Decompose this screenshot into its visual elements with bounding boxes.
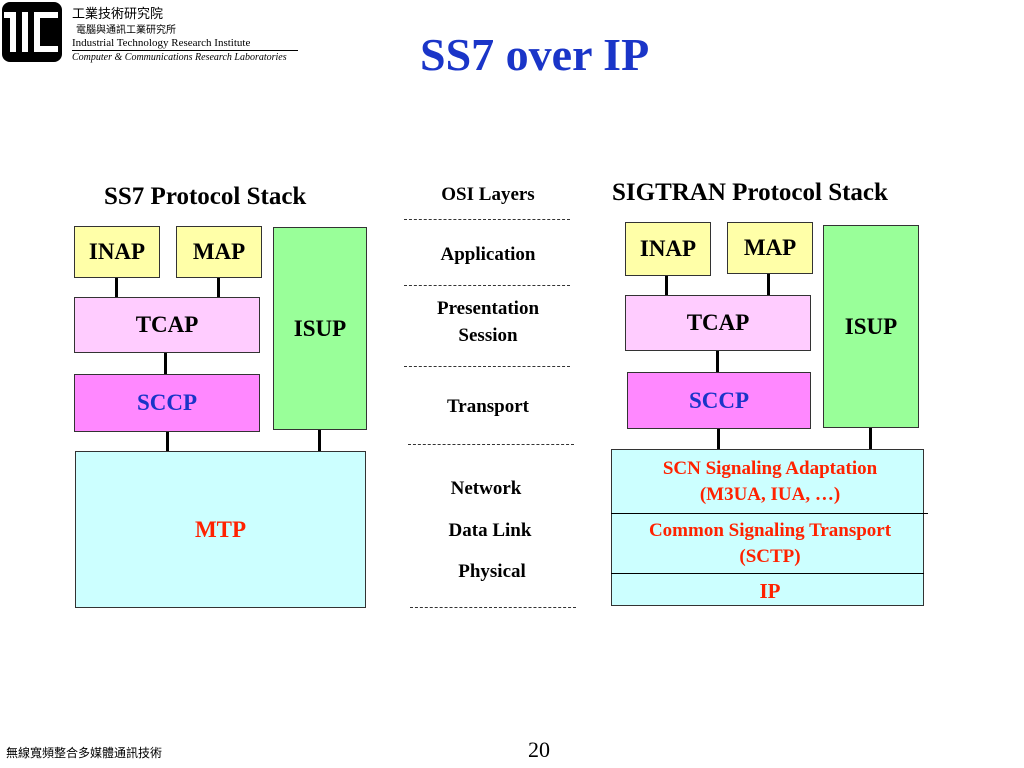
osi-session: Session (458, 325, 518, 346)
ss7-inap-tcap-connector (115, 278, 118, 298)
slide-title: SS7 over IP (420, 29, 650, 80)
sigtran-common-transport-layer: Common Signaling Transport (SCTP) (611, 518, 929, 570)
osi-transport: Transport (447, 396, 529, 417)
ss7-mtp-box: MTP (75, 451, 366, 608)
ss7-sccp-mtp-connector (166, 432, 169, 452)
osi-data-link: Data Link (448, 520, 532, 541)
org-subunit-english: Computer & Communications Research Labor… (72, 52, 287, 63)
org-subunit-chinese: 電腦與通訊工業研究所 (76, 25, 176, 36)
osi-presentation: Presentation (436, 298, 540, 319)
sigtran-scn-adaptation-layer: SCN Signaling Adaptation (M3UA, IUA, …) (611, 456, 929, 508)
itri-logo-icon (4, 12, 58, 52)
sigtran-lower-layers (611, 449, 924, 606)
ss7-inap-box: INAP (74, 226, 160, 278)
sigtran-ip-layer: IP (759, 579, 781, 603)
ss7-map-box: MAP (176, 226, 262, 278)
osi-layers-title: OSI Layers (441, 184, 535, 205)
osi-divider-application (404, 285, 570, 286)
sigtran-layer-divider-1 (611, 513, 928, 514)
ss7-sccp-box: SCCP (74, 374, 260, 432)
ss7-stack-title: SS7 Protocol Stack (104, 183, 307, 210)
ss7-map-tcap-connector (217, 278, 220, 298)
sigtran-stack-title: SIGTRAN Protocol Stack (612, 179, 888, 206)
sigtran-tcap-sccp-connector (716, 351, 719, 373)
sigtran-map-tcap-connector (767, 274, 770, 296)
ss7-tcap-sccp-connector (164, 353, 167, 375)
sigtran-inap-box: INAP (625, 222, 711, 276)
itri-logo (2, 2, 62, 62)
sigtran-tcap-box: TCAP (625, 295, 811, 351)
osi-divider-top (404, 219, 570, 220)
osi-divider-bottom (410, 607, 576, 608)
ss7-isup-mtp-connector (318, 430, 321, 452)
org-divider (72, 50, 298, 51)
osi-network: Network (450, 478, 522, 499)
sigtran-sccp-box: SCCP (627, 372, 811, 429)
osi-divider-session (404, 366, 570, 367)
ss7-isup-box: ISUP (273, 227, 367, 430)
sigtran-map-box: MAP (727, 222, 813, 274)
osi-application: Application (440, 244, 536, 265)
sigtran-isup-box: ISUP (823, 225, 919, 428)
sigtran-sccp-adaptation-connector (717, 429, 720, 450)
sigtran-scn-adaptation-name: SCN Signaling Adaptation (662, 458, 878, 479)
sigtran-common-transport-protocol: (SCTP) (739, 546, 801, 567)
sigtran-inap-tcap-connector (665, 276, 668, 296)
osi-physical: Physical (458, 561, 526, 582)
sigtran-layer-divider-2 (611, 573, 924, 574)
sigtran-scn-adaptation-protocols: (M3UA, IUA, …) (699, 484, 841, 505)
ss7-tcap-box: TCAP (74, 297, 260, 353)
footer-course-title: 無線寬頻整合多媒體通訊技術 (6, 746, 163, 760)
sigtran-isup-adaptation-connector (869, 428, 872, 450)
org-name-english: Industrial Technology Research Institute (72, 37, 251, 49)
org-name-chinese: 工業技術研究院 (72, 7, 164, 22)
osi-divider-transport (408, 444, 574, 445)
page-number: 20 (528, 737, 550, 762)
sigtran-common-transport-name: Common Signaling Transport (648, 520, 892, 541)
